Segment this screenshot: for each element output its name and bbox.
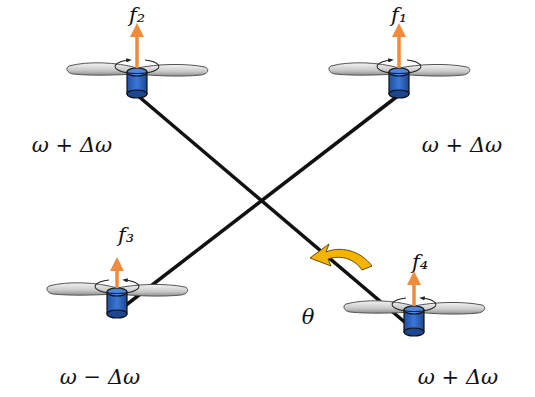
force-label: f₃ — [118, 224, 134, 247]
yaw-angle-label: θ — [302, 306, 315, 329]
rotor-speed-label: ω + Δω — [32, 134, 112, 157]
force-label: f₄ — [412, 251, 428, 274]
rotor-speed-label: ω + Δω — [418, 366, 498, 389]
rotor-speed-label: ω − Δω — [60, 366, 140, 389]
rotor-speed-label: ω + Δω — [422, 134, 502, 157]
force-label: f₂ — [129, 4, 145, 27]
force-label: f₁ — [391, 4, 407, 27]
